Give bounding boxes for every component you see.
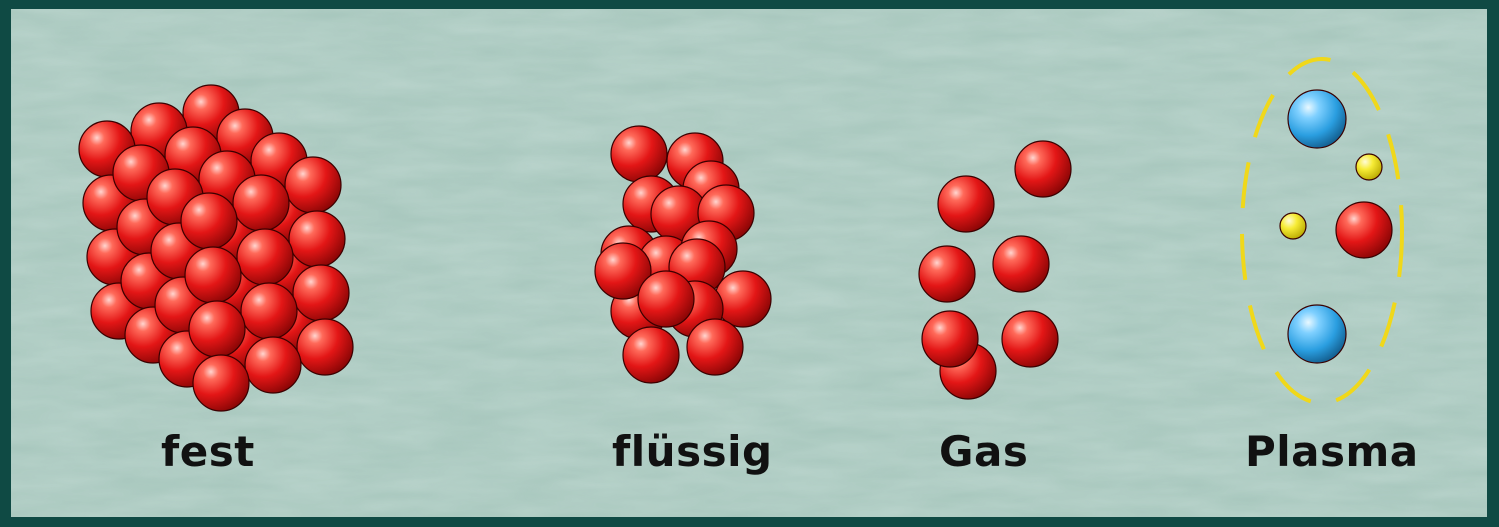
label-solid: fest <box>161 427 255 476</box>
atom-liquid <box>623 327 679 383</box>
atom-solid <box>289 211 345 267</box>
atom-liquid <box>611 126 667 182</box>
atom-liquid <box>715 271 771 327</box>
atom-solid <box>285 157 341 213</box>
ion-particle <box>1288 305 1346 363</box>
atom-solid <box>293 265 349 321</box>
atom-plasma <box>1336 202 1392 258</box>
atom-solid <box>233 175 289 231</box>
atom-gas <box>938 176 994 232</box>
atom-solid <box>193 355 249 411</box>
electron-particle <box>1356 154 1382 180</box>
atom-gas <box>922 311 978 367</box>
states-of-matter-panel: fest flüssig Gas Plasma <box>11 9 1487 517</box>
atom-solid <box>245 337 301 393</box>
label-liquid: flüssig <box>612 427 773 476</box>
atom-gas <box>1002 311 1058 367</box>
atom-liquid <box>687 319 743 375</box>
atom-solid <box>241 283 297 339</box>
atom-gas <box>919 246 975 302</box>
label-plasma: Plasma <box>1245 427 1419 476</box>
atom-solid <box>181 193 237 249</box>
label-gas: Gas <box>939 427 1028 476</box>
atom-solid <box>237 229 293 285</box>
atom-gas <box>1015 141 1071 197</box>
electron-particle <box>1280 213 1306 239</box>
atom-gas <box>993 236 1049 292</box>
atom-solid <box>297 319 353 375</box>
atom-solid <box>185 247 241 303</box>
atom-liquid <box>638 271 694 327</box>
atom-solid <box>189 301 245 357</box>
ion-particle <box>1288 90 1346 148</box>
